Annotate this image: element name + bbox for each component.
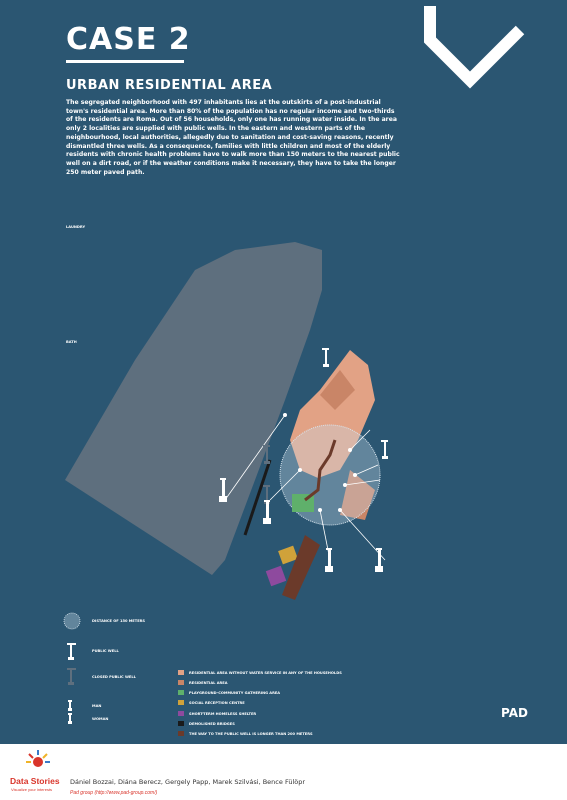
annotation-dot bbox=[318, 508, 322, 512]
legend-swatch bbox=[178, 731, 184, 736]
title-underline bbox=[66, 60, 184, 63]
legend-category-label: PLAYGROUND-COMMUNITY GATHERING AREA bbox=[189, 690, 281, 695]
annotation-line bbox=[344, 479, 381, 486]
legend-category-label: DEMOLISHED BRIDGES bbox=[189, 721, 235, 726]
public-well-icon bbox=[381, 440, 388, 459]
gray-territory bbox=[65, 242, 322, 575]
pad-group-link[interactable]: Pad group (http://www.pad-group.com/) bbox=[70, 790, 158, 796]
person-icon bbox=[325, 548, 333, 572]
legend-swatch bbox=[178, 700, 184, 705]
annotation-dot bbox=[348, 448, 352, 452]
legend-distance-circle-icon bbox=[63, 612, 81, 630]
annotation-line bbox=[354, 464, 379, 476]
legend-closed-well-icon bbox=[67, 668, 76, 685]
annotation-line bbox=[269, 469, 301, 501]
closed-well-icon bbox=[263, 445, 270, 464]
residential-area-east bbox=[340, 470, 375, 520]
annotation-dot bbox=[338, 508, 342, 512]
legend-woman-icon bbox=[68, 713, 72, 724]
person-icon bbox=[263, 500, 271, 524]
annotation-dot bbox=[283, 413, 287, 417]
residential-area-north bbox=[320, 370, 355, 410]
case-title: CASE 2 bbox=[66, 22, 191, 57]
legend-distance-label: DISTANCE OF 150 METERS bbox=[92, 619, 146, 623]
data-stories-logo-icon bbox=[26, 750, 50, 767]
data-stories-brand: Data Stories bbox=[10, 776, 60, 786]
laundry-heading: LAUNDRY bbox=[66, 225, 86, 229]
annotation-line bbox=[224, 414, 286, 501]
legend-swatch bbox=[178, 690, 184, 695]
legend-category-label: RESIDENTIAL AREA WITHOUT WATER SERVICE I… bbox=[189, 670, 342, 675]
annotation-dot bbox=[343, 483, 347, 487]
long-path-area bbox=[282, 535, 320, 600]
legend-category-label: THE WAY TO THE PUBLIC WELL IS LONGER THA… bbox=[189, 731, 313, 736]
annotation-dot bbox=[298, 468, 302, 472]
demolished-bridge bbox=[243, 459, 272, 536]
legend-swatch bbox=[178, 711, 184, 716]
annotation-line bbox=[339, 509, 386, 561]
legend-public-well-icon bbox=[67, 643, 76, 660]
person-icon bbox=[375, 548, 383, 572]
public-well-icon bbox=[322, 348, 329, 367]
legend-woman-label: WOMAN bbox=[92, 717, 109, 721]
social-reception-centre bbox=[278, 545, 298, 565]
legend-category-label: RESIDENTIAL AREA bbox=[189, 680, 228, 685]
homeless-shelter bbox=[265, 565, 287, 587]
annotation-dot bbox=[353, 473, 357, 477]
legend-category-label: SHORT-TERM HOMELESS SHELTER bbox=[189, 711, 257, 716]
bath-heading: BATH bbox=[66, 340, 77, 344]
walking-route bbox=[304, 439, 337, 502]
legend-swatch bbox=[178, 670, 184, 675]
corner-bracket-decoration bbox=[424, 6, 525, 89]
intro-paragraph: The segregated neighborhood with 497 inh… bbox=[66, 99, 400, 176]
legend-swatch bbox=[178, 721, 184, 726]
annotation-line bbox=[349, 429, 371, 451]
section-title: URBAN RESIDENTIAL AREA bbox=[66, 78, 273, 93]
authors-credit: Dániel Bozzai, Diána Berecz, Gergely Pap… bbox=[70, 778, 306, 786]
legend-man-icon bbox=[68, 700, 72, 711]
legend-category-label: SOCIAL RECEPTION CENTRE bbox=[189, 700, 245, 705]
legend-public-well-label: PUBLIC WELL bbox=[92, 649, 119, 653]
footer bbox=[0, 744, 567, 800]
pad-logo: PAD bbox=[501, 706, 528, 720]
legend-closed-well-label: CLOSED PUBLIC WELL bbox=[92, 675, 136, 679]
person-icon bbox=[219, 478, 227, 502]
legend-man-label: MAN bbox=[92, 704, 102, 708]
legend-swatch bbox=[178, 680, 184, 685]
data-stories-tagline: Visualize your interests bbox=[11, 787, 53, 792]
